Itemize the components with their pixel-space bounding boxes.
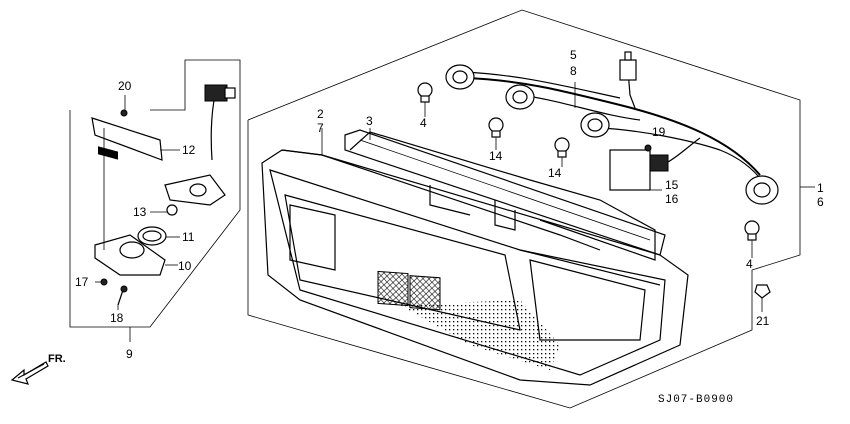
callout-5: 5 (570, 48, 577, 62)
callout-9: 9 (126, 347, 133, 361)
callout-13: 13 (133, 205, 147, 219)
callout-7: 7 (317, 121, 324, 135)
bulb-14-left (488, 117, 504, 138)
hardware (100, 109, 771, 306)
diagram-code: SJ07-B0900 (658, 394, 734, 406)
callout-20: 20 (118, 79, 132, 93)
callout-3: 3 (366, 114, 373, 128)
license-light-frame (69, 59, 241, 342)
callout-14-right: 14 (548, 166, 562, 180)
callouts: 1 2 3 4 4 5 6 7 8 9 10 11 12 13 14 14 15… (75, 48, 824, 361)
callout-15: 15 (665, 178, 679, 192)
leader-lines (95, 82, 815, 312)
callout-10: 10 (178, 259, 192, 273)
callout-2: 2 (317, 107, 324, 121)
callout-12: 12 (182, 143, 196, 157)
bulbs (417, 82, 760, 241)
license-light-parts (91, 84, 236, 276)
callout-4-lower: 4 (746, 257, 753, 271)
callout-4-upper: 4 (420, 116, 427, 130)
front-direction-indicator: FR. (10, 353, 66, 385)
bulb-4-upper (417, 82, 433, 103)
callout-14-left: 14 (489, 149, 503, 163)
callout-21: 21 (756, 314, 770, 328)
callout-8: 8 (570, 64, 577, 78)
callout-17: 17 (75, 275, 89, 289)
tail-light-housing (261, 149, 689, 386)
callout-16: 16 (665, 192, 679, 206)
callout-1: 1 (817, 181, 824, 195)
front-label: FR. (48, 353, 66, 365)
callout-11: 11 (182, 230, 195, 244)
front-arrow-icon (10, 361, 49, 385)
main-assembly-frame (247, 9, 801, 409)
callout-19: 19 (652, 125, 666, 139)
bulb-14-right (554, 137, 570, 158)
callout-18: 18 (110, 311, 124, 325)
wire-harness (464, 51, 766, 191)
sockets (445, 64, 779, 205)
gasket (344, 129, 666, 256)
bulb-4-lower (744, 220, 760, 241)
callout-6: 6 (817, 195, 824, 209)
